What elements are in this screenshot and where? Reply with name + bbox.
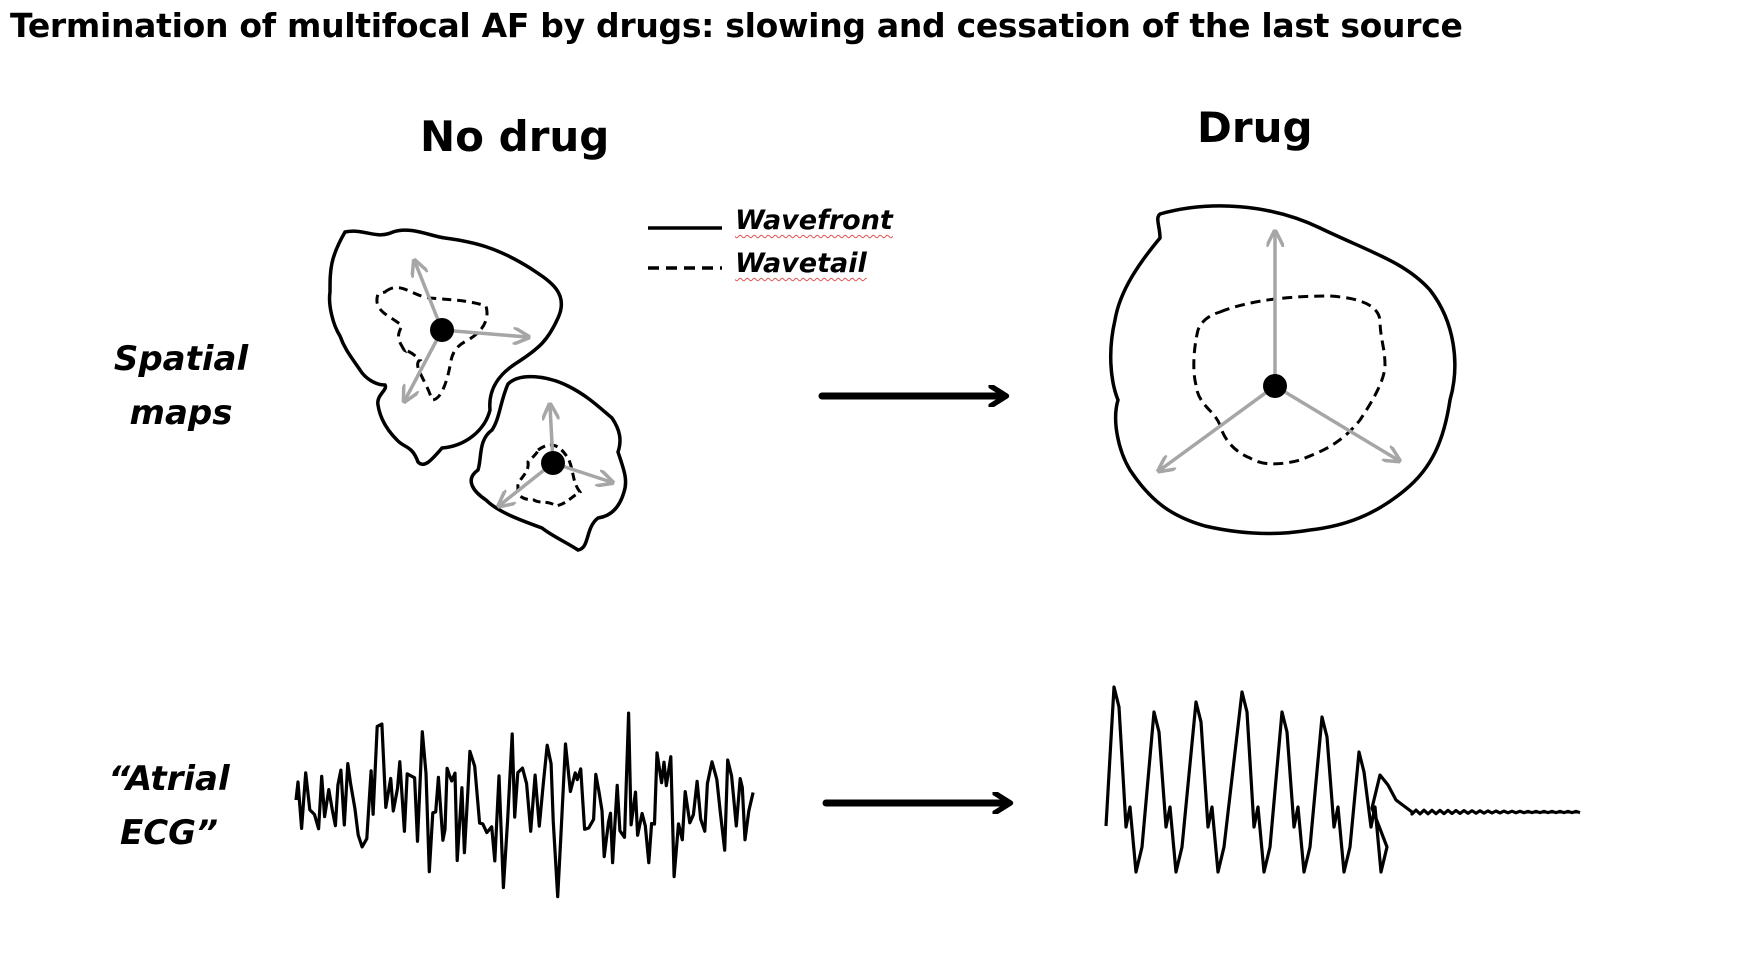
wavetail-outline bbox=[375, 286, 489, 402]
drug-source bbox=[1108, 204, 1457, 536]
no-drug-ecg-trace bbox=[294, 711, 755, 899]
drug-heading: Drug bbox=[1197, 103, 1313, 152]
wavefront-outline bbox=[1108, 204, 1457, 536]
spatial-maps-label-line1: Spatial bbox=[113, 339, 249, 379]
legend-wavetail-label: Wavetail bbox=[735, 248, 867, 279]
no-drug-source-1 bbox=[327, 228, 564, 467]
atrial-ecg-label: “Atrial ECG” bbox=[84, 752, 254, 860]
drug-ecg-trace bbox=[1104, 685, 1581, 874]
legend-wavefront-label: Wavefront bbox=[735, 205, 893, 236]
atrial-ecg-label-line2: ECG” bbox=[120, 813, 218, 853]
figure-title: Termination of multifocal AF by drugs: s… bbox=[10, 6, 1463, 45]
atrial-ecg-label-line1: “Atrial bbox=[108, 759, 230, 799]
no-drug-source-2 bbox=[469, 374, 628, 552]
wavetail-outline bbox=[1192, 294, 1387, 466]
wavetail-outline bbox=[516, 443, 583, 508]
wavefront-outline bbox=[469, 374, 628, 552]
no-drug-heading: No drug bbox=[420, 112, 610, 161]
wavefront-outline bbox=[327, 228, 564, 467]
spatial-maps-label: Spatial maps bbox=[96, 332, 266, 440]
spatial-maps-label-line2: maps bbox=[129, 393, 233, 433]
